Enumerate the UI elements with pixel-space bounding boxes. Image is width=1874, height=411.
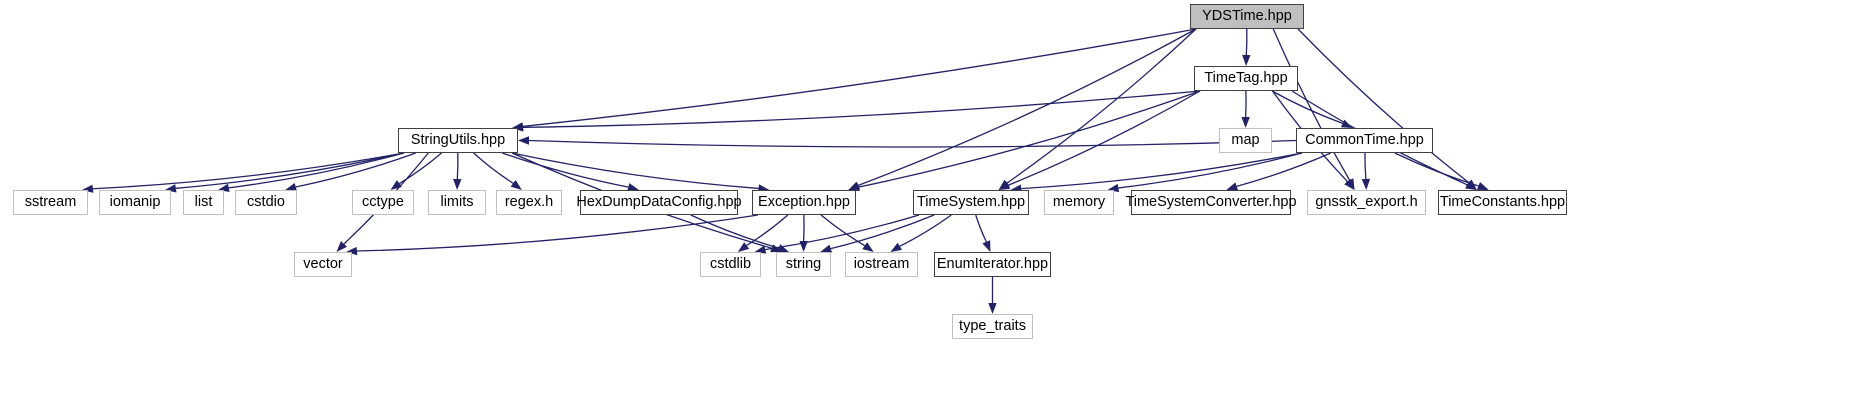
arrowhead-stringutils-to-regex bbox=[510, 179, 522, 190]
edge-timesystem-to-string bbox=[830, 214, 935, 250]
edge-stringutils-to-regex bbox=[473, 152, 514, 184]
edge-stringutils-to-iomanip bbox=[175, 152, 405, 189]
arrowhead-commontime-to-timeconstants bbox=[1476, 182, 1489, 190]
graph-node-memory[interactable]: memory bbox=[1044, 190, 1114, 215]
graph-node-limits[interactable]: limits bbox=[428, 190, 486, 215]
edge-ydstime-to-stringutils bbox=[522, 28, 1197, 128]
graph-node-timetag[interactable]: TimeTag.hpp bbox=[1194, 66, 1298, 91]
edge-stringutils-to-cctype bbox=[399, 152, 442, 185]
arrowhead-exception-to-string bbox=[799, 240, 808, 252]
graph-node-timeconstants[interactable]: TimeConstants.hpp bbox=[1438, 190, 1567, 215]
arrowhead-ydstime-to-timetag bbox=[1242, 54, 1251, 66]
arrowhead-stringutils-to-vector bbox=[336, 241, 348, 252]
edge-commontime-to-memory bbox=[1118, 152, 1303, 189]
arrowhead-timetag-to-gnsstkexport bbox=[1344, 178, 1355, 190]
arrowhead-hexdump-to-string bbox=[777, 244, 790, 253]
edge-timesystem-to-enumiterator bbox=[975, 214, 987, 243]
edge-exception-to-vector bbox=[356, 214, 759, 252]
edge-stringutils-to-exception bbox=[511, 152, 759, 190]
edge-timesystem-to-iostream bbox=[899, 214, 952, 247]
graph-node-string[interactable]: string bbox=[776, 252, 831, 277]
edge-commontime-to-stringutils bbox=[528, 139, 1297, 148]
graph-node-sstream[interactable]: sstream bbox=[13, 190, 88, 215]
graph-node-exception[interactable]: Exception.hpp bbox=[752, 190, 856, 215]
edge-hexdump-to-string bbox=[690, 214, 779, 249]
graph-node-commontime[interactable]: CommonTime.hpp bbox=[1296, 128, 1433, 153]
arrowhead-timesystem-to-enumiterator bbox=[982, 240, 991, 252]
edge-ydstime-to-timesystem bbox=[1006, 28, 1197, 184]
graph-node-iomanip[interactable]: iomanip bbox=[99, 190, 171, 215]
edge-commontime-to-tsconverter bbox=[1236, 152, 1331, 187]
edge-ydstime-to-timeconstants bbox=[1297, 28, 1470, 184]
graph-node-enumiterator[interactable]: EnumIterator.hpp bbox=[934, 252, 1051, 277]
edge-timetag-to-timesystem bbox=[1008, 90, 1201, 186]
arrowhead-timetag-to-map bbox=[1241, 116, 1250, 128]
arrowhead-timetag-to-timeconstants bbox=[1465, 181, 1477, 190]
edge-stringutils-to-cstdio bbox=[295, 152, 416, 188]
edge-commontime-to-timeconstants bbox=[1394, 152, 1479, 187]
arrowhead-enumiterator-to-type_traits bbox=[988, 303, 997, 314]
edge-timesystem-to-cstdlib bbox=[765, 214, 920, 251]
graph-node-ydstime[interactable]: YDSTime.hpp bbox=[1190, 4, 1304, 29]
edge-timetag-to-stringutils bbox=[522, 90, 1201, 129]
graph-node-list[interactable]: list bbox=[183, 190, 224, 215]
arrowhead-timetag-to-commontime bbox=[1340, 119, 1353, 128]
graph-node-cctype[interactable]: cctype bbox=[352, 190, 414, 215]
arrowhead-stringutils-to-string bbox=[770, 244, 782, 253]
graph-node-gnsstkexport[interactable]: gnsstk_export.h bbox=[1307, 190, 1426, 215]
graph-node-regex[interactable]: regex.h bbox=[496, 190, 562, 215]
arrowhead-timesystem-to-iostream bbox=[890, 242, 903, 252]
edge-stringutils-to-limits bbox=[456, 152, 459, 180]
arrowhead-commontime-to-gnsstkexport bbox=[1361, 178, 1371, 190]
edge-timetag-to-commontime bbox=[1271, 90, 1343, 125]
edge-ydstime-to-timetag bbox=[1245, 28, 1248, 56]
edge-exception-to-cstdlib bbox=[746, 214, 789, 247]
edge-ydstime-to-exception bbox=[858, 28, 1197, 186]
graph-node-timesystem[interactable]: TimeSystem.hpp bbox=[913, 190, 1029, 215]
arrowhead-ydstime-to-gnsstkexport bbox=[1345, 178, 1355, 190]
edge-stringutils-to-sstream bbox=[92, 152, 405, 190]
arrowhead-ydstime-to-timeconstants bbox=[1465, 179, 1477, 190]
edge-exception-to-iostream bbox=[820, 214, 866, 247]
arrowhead-stringutils-to-cctype bbox=[390, 180, 402, 190]
arrowhead-ydstime-to-exception bbox=[848, 181, 861, 190]
graph-node-type_traits[interactable]: type_traits bbox=[952, 314, 1033, 339]
graph-node-tsconverter[interactable]: TimeSystemConverter.hpp bbox=[1125, 190, 1297, 215]
graph-node-vector[interactable]: vector bbox=[294, 252, 352, 277]
edge-stringutils-to-hexdump bbox=[502, 152, 629, 188]
arrowhead-commontime-to-stringutils bbox=[518, 136, 529, 145]
graph-node-map[interactable]: map bbox=[1219, 128, 1272, 153]
graph-node-cstdio[interactable]: cstdio bbox=[235, 190, 297, 215]
edge-stringutils-to-list bbox=[228, 152, 405, 189]
graph-node-stringutils[interactable]: StringUtils.hpp bbox=[398, 128, 518, 153]
arrowhead-timetag-to-timesystem bbox=[998, 181, 1011, 190]
arrowhead-stringutils-to-limits bbox=[453, 178, 462, 190]
arrowhead-exception-to-cstdlib bbox=[737, 242, 750, 252]
graph-node-cstdlib[interactable]: cstdlib bbox=[700, 252, 761, 277]
arrowhead-exception-to-iostream bbox=[862, 242, 874, 252]
edge-commontime-to-timesystem bbox=[1021, 152, 1303, 190]
arrowhead-ydstime-to-timesystem bbox=[998, 179, 1010, 190]
edge-timetag-to-exception bbox=[858, 90, 1201, 188]
edge-ydstime-to-gnsstkexport bbox=[1272, 28, 1351, 181]
graph-node-iostream[interactable]: iostream bbox=[845, 252, 918, 277]
graph-node-hexdump[interactable]: HexDumpDataConfig.hpp bbox=[576, 190, 742, 215]
edge-commontime-to-gnsstkexport bbox=[1364, 152, 1367, 180]
